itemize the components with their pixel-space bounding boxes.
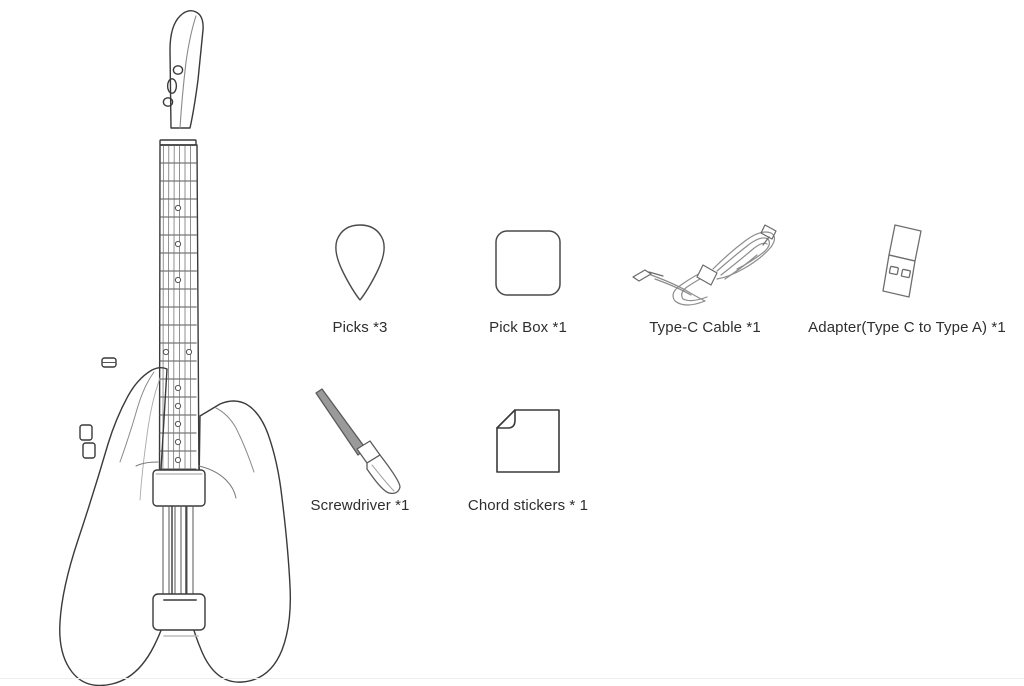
accessory-label: Adapter(Type C to Type A) *1 — [808, 319, 1006, 336]
bottom-divider — [0, 678, 1024, 679]
pick-box-icon — [458, 208, 598, 318]
usb-adapter-icon — [790, 208, 1024, 318]
accessory-item-picks: Picks *3 — [290, 208, 430, 338]
accessory-label: Screwdriver *1 — [310, 497, 410, 514]
guitar-headstock — [162, 9, 204, 129]
guitar-pickup — [152, 469, 206, 507]
sticker-sheet-icon — [458, 386, 598, 496]
tuner-hole — [172, 65, 184, 75]
guitar-pick-icon — [290, 208, 430, 318]
fret-position-markers — [162, 204, 193, 464]
accessory-label: Pick Box *1 — [489, 319, 567, 336]
accessory-item-chord-stickers: Chord stickers * 1 — [458, 386, 598, 516]
accessory-label: Type-C Cable *1 — [649, 319, 761, 336]
screwdriver-icon — [290, 386, 430, 496]
guitar-bridge — [152, 593, 206, 637]
guitar-fretboard — [158, 144, 200, 483]
accessory-item-adapter: Adapter(Type C to Type A) *1 — [790, 208, 1024, 338]
accessory-list: Picks *3 Pick Box *1 — [290, 200, 1024, 560]
accessory-label: Chord stickers * 1 — [467, 497, 589, 514]
body-contour-right — [198, 465, 237, 499]
guitar-body — [59, 367, 291, 686]
strap-button — [101, 357, 117, 368]
guitar-nut — [159, 139, 197, 146]
side-control-buttons — [79, 424, 96, 459]
accessory-item-pick-box: Pick Box *1 — [458, 208, 598, 338]
guitar-illustration — [20, 0, 300, 686]
accessory-item-screwdriver: Screwdriver *1 — [290, 386, 430, 516]
accessory-item-cable: Type-C Cable *1 — [590, 208, 820, 338]
tuner-slot — [166, 78, 178, 94]
tuner-hole — [162, 97, 174, 107]
accessory-label: Picks *3 — [332, 319, 388, 336]
strings-on-body — [162, 505, 194, 595]
strings-on-neck — [162, 145, 192, 483]
body-contour-left — [135, 461, 159, 467]
usb-cable-icon — [590, 208, 820, 318]
